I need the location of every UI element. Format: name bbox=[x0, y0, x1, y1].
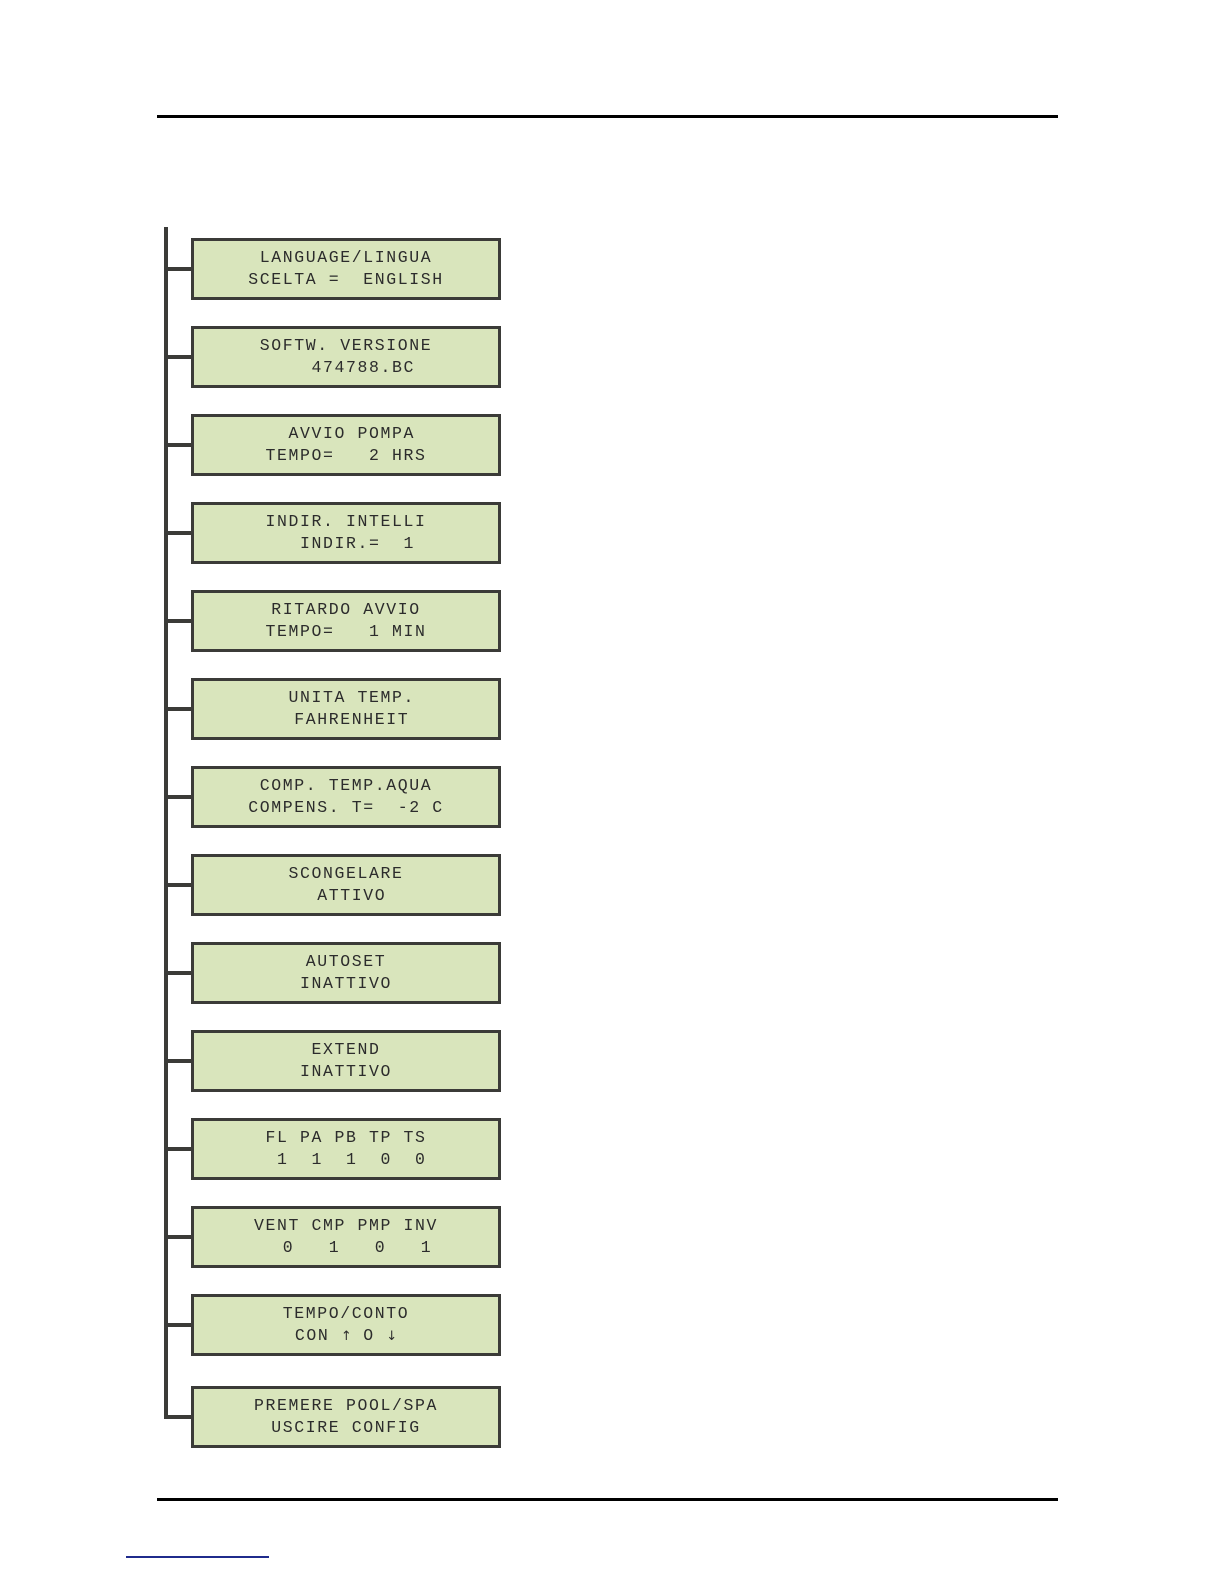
lcd-line-2: ATTIVO bbox=[305, 886, 387, 905]
footnote-separator-rule bbox=[126, 1556, 269, 1558]
lcd-line-1: LANGUAGE/LINGUA bbox=[259, 248, 433, 267]
lcd-line-2: TEMPO= 1 MIN bbox=[265, 622, 427, 641]
lcd-screen-extend: EXTEND INATTIVO bbox=[191, 1030, 501, 1092]
lcd-line-2: INATTIVO bbox=[299, 1062, 392, 1081]
lcd-line-1: COMP. TEMP.AQUA bbox=[259, 776, 433, 795]
tree-branch-line bbox=[164, 795, 194, 799]
lcd-screen-water-temp-compensation: COMP. TEMP.AQUA COMPENS. T= -2 C bbox=[191, 766, 501, 828]
tree-branch-line bbox=[164, 971, 194, 975]
lcd-screen-start-delay: RITARDO AVVIO TEMPO= 1 MIN bbox=[191, 590, 501, 652]
lcd-line-2: INATTIVO bbox=[299, 974, 392, 993]
tree-branch-line bbox=[164, 355, 194, 359]
lcd-line-2: CON ↑ O ↓ bbox=[295, 1326, 397, 1347]
lcd-line-2: FAHRENHEIT bbox=[282, 710, 410, 729]
tree-branch-line bbox=[164, 1059, 194, 1063]
lcd-screen-pump-start: AVVIO POMPA TEMPO= 2 HRS bbox=[191, 414, 501, 476]
lcd-line-1: INDIR. INTELLI bbox=[265, 512, 427, 531]
lcd-line-1: PREMERE POOL/SPA bbox=[253, 1396, 439, 1415]
lcd-line-1: EXTEND bbox=[311, 1040, 381, 1059]
lcd-line-2: TEMPO= 2 HRS bbox=[265, 446, 427, 465]
lcd-line-1: RITARDO AVVIO bbox=[271, 600, 421, 619]
lcd-screen-software-version: SOFTW. VERSIONE 474788.BC bbox=[191, 326, 501, 388]
lcd-screen-time-count: TEMPO/CONTO CON ↑ O ↓ bbox=[191, 1294, 501, 1356]
lcd-line-2: USCIRE CONFIG bbox=[271, 1418, 421, 1437]
lcd-line-2: COMPENS. T= -2 C bbox=[248, 798, 444, 817]
lcd-line-1: VENT CMP PMP INV bbox=[253, 1216, 439, 1235]
arrow-down-icon: ↓ bbox=[386, 1328, 398, 1344]
lcd-line-2: INDIR.= 1 bbox=[276, 534, 416, 553]
lcd-line-2: 0 1 0 1 bbox=[259, 1238, 433, 1257]
lcd-line-1: AVVIO POMPA bbox=[276, 424, 416, 443]
tree-branch-line bbox=[164, 1415, 194, 1419]
lcd-line-1: FL PA PB TP TS bbox=[265, 1128, 427, 1147]
arrow-up-icon: ↑ bbox=[340, 1328, 352, 1344]
tree-branch-line bbox=[164, 267, 194, 271]
tree-branch-line bbox=[164, 443, 194, 447]
lcd-screen-defrost: SCONGELARE ATTIVO bbox=[191, 854, 501, 916]
lcd-line-2: SCELTA = ENGLISH bbox=[248, 270, 444, 289]
lcd-line-2: 1 1 1 0 0 bbox=[265, 1150, 427, 1169]
lcd-screen-intelli-address: INDIR. INTELLI INDIR.= 1 bbox=[191, 502, 501, 564]
lcd-screen-exit-config: PREMERE POOL/SPA USCIRE CONFIG bbox=[191, 1386, 501, 1448]
lcd-screen-sensor-status: FL PA PB TP TS 1 1 1 0 0 bbox=[191, 1118, 501, 1180]
tree-branch-line bbox=[164, 707, 194, 711]
tree-branch-line bbox=[164, 1147, 194, 1151]
page-footer-rule bbox=[157, 1498, 1058, 1501]
lcd-line-1: AUTOSET bbox=[305, 952, 387, 971]
tree-branch-line bbox=[164, 531, 194, 535]
tree-branch-line bbox=[164, 883, 194, 887]
page-header-rule bbox=[157, 115, 1058, 118]
tree-branch-line bbox=[164, 619, 194, 623]
lcd-line-1: SOFTW. VERSIONE bbox=[259, 336, 433, 355]
lcd-screen-autoset: AUTOSET INATTIVO bbox=[191, 942, 501, 1004]
lcd-line-2: 474788.BC bbox=[276, 358, 416, 377]
lcd-line-1: UNITA TEMP. bbox=[276, 688, 416, 707]
tree-trunk-line bbox=[164, 227, 168, 1419]
time-count-prefix: CON bbox=[294, 1325, 341, 1345]
tree-branch-line bbox=[164, 1235, 194, 1239]
lcd-screen-temperature-unit: UNITA TEMP. FAHRENHEIT bbox=[191, 678, 501, 740]
tree-branch-line bbox=[164, 1323, 194, 1327]
lcd-line-1: TEMPO/CONTO bbox=[282, 1303, 410, 1323]
time-count-middle: O bbox=[351, 1325, 387, 1345]
lcd-screen-language: LANGUAGE/LINGUA SCELTA = ENGLISH bbox=[191, 238, 501, 300]
lcd-screen-output-status: VENT CMP PMP INV 0 1 0 1 bbox=[191, 1206, 501, 1268]
lcd-line-1: SCONGELARE bbox=[288, 864, 404, 883]
